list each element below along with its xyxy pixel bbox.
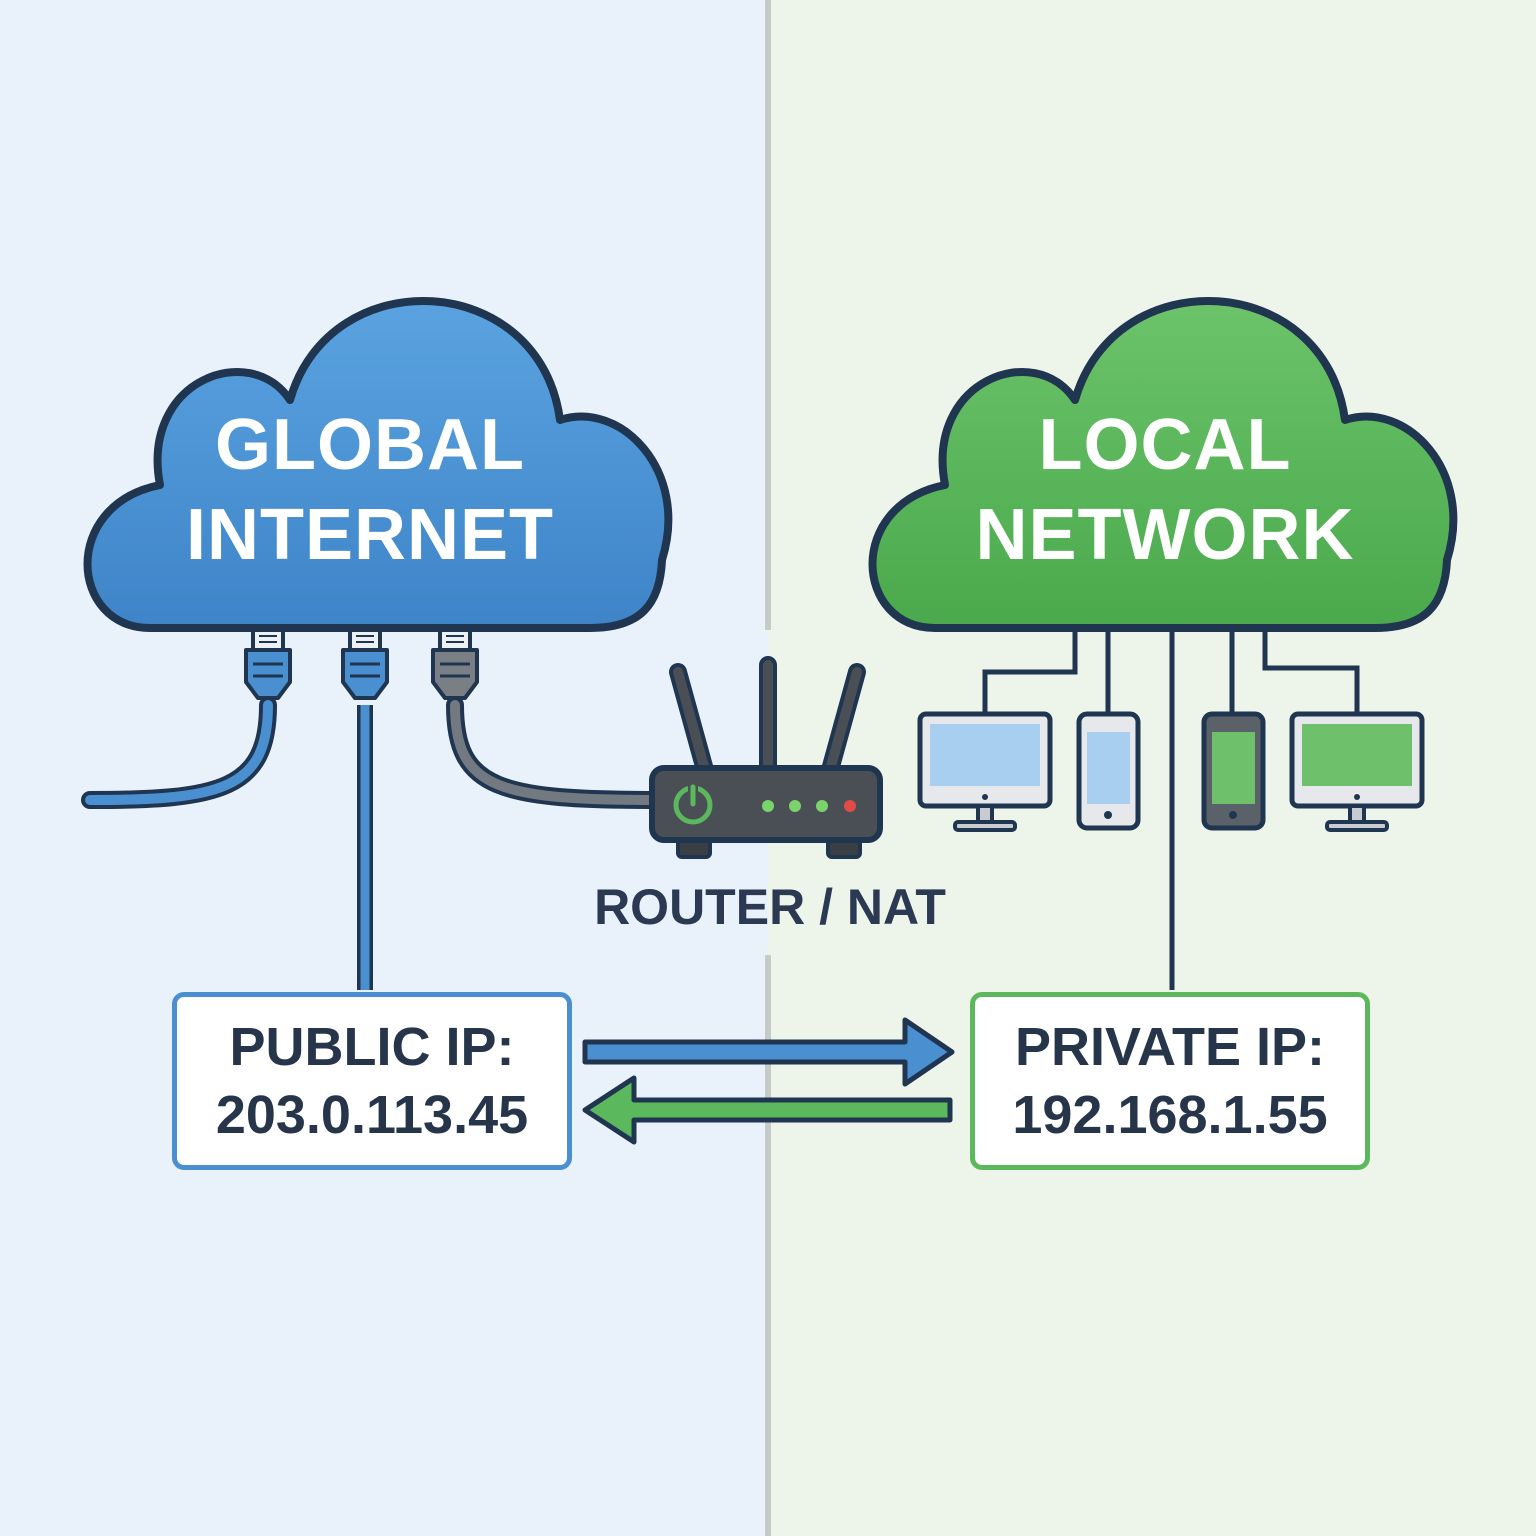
internet-cloud-line2: INTERNET [186,495,554,575]
router-icon [649,656,883,859]
local-cloud-line1: LOCAL [1038,405,1292,485]
local-cloud-line2: NETWORK [975,495,1355,575]
ethernet-plug-icon [341,628,389,700]
desktop-monitor-icon [917,711,1053,832]
global-internet-cloud [83,296,673,632]
internet-cloud-line1: GLOBAL [215,405,525,485]
smartphone-icon [1201,711,1266,831]
desktop-monitor-icon [1289,711,1425,832]
local-network-wiring [982,628,1360,990]
router-label: ROUTER / NAT [594,879,946,935]
ethernet-plug-icon [431,628,479,700]
smartphone-icon [1076,711,1141,831]
internet-cloud-label: GLOBAL INTERNET [180,400,560,580]
cable-left [81,696,277,809]
public-ip-box: PUBLIC IP: 203.0.113.45 [172,992,572,1170]
internet-side-background [0,0,768,1536]
left-arrow-icon [582,1075,953,1145]
section-divider-bottom [765,955,771,1536]
cable-to-router [446,696,669,809]
public-ip-label: PUBLIC IP: [229,1017,515,1077]
private-ip-box: PRIVATE IP: 192.168.1.55 [970,992,1370,1170]
local-network-cloud [868,296,1458,632]
public-ip-value: 203.0.113.45 [215,1085,529,1145]
private-ip-value: 192.168.1.55 [1012,1085,1328,1145]
section-divider-top [765,0,771,630]
right-arrow-icon [582,1017,955,1087]
private-ip-label: PRIVATE IP: [1014,1017,1326,1077]
ethernet-plug-icon [244,628,292,700]
local-cloud-label: LOCAL NETWORK [965,400,1365,580]
